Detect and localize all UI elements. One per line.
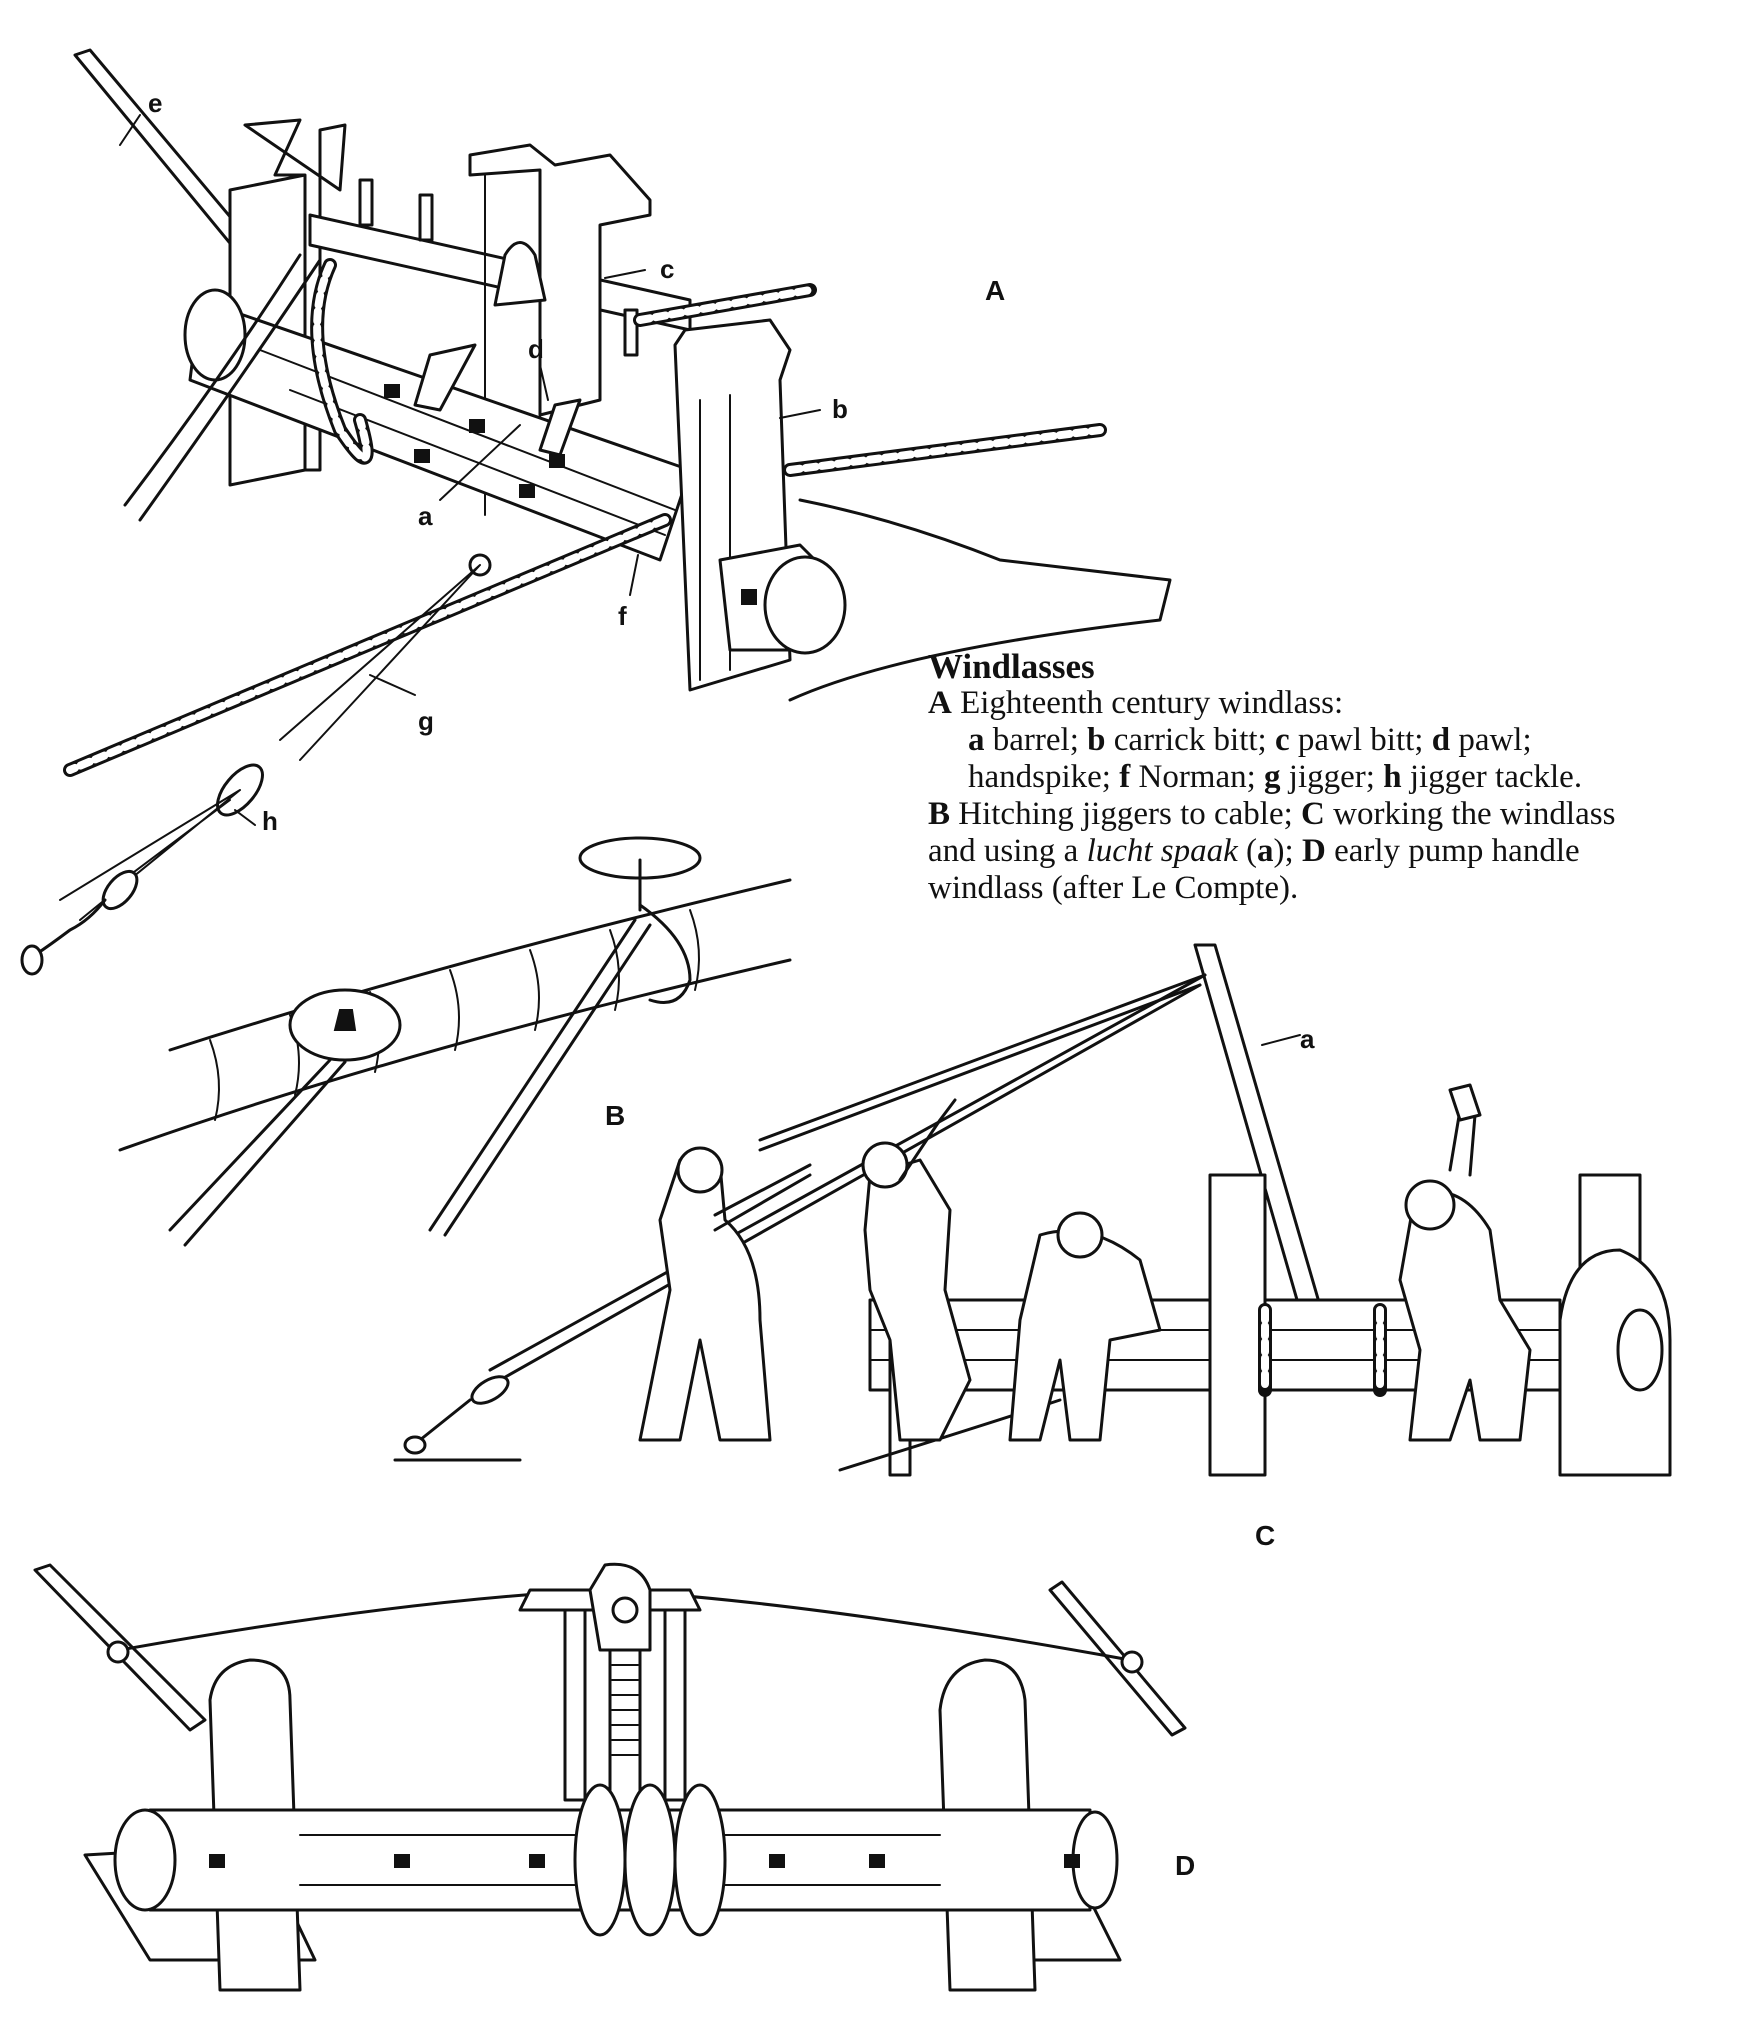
panel-b-drawing: B — [118, 836, 792, 1247]
panel-a-drawing: e c d b a f g h A — [20, 48, 1172, 976]
label-e: e — [148, 88, 162, 118]
label-a: a — [418, 501, 433, 531]
panel-label-a: A — [985, 275, 1005, 306]
label-b: b — [832, 394, 848, 424]
caption-line-c-d: and using a lucht spaak (a); D early pum… — [928, 833, 1580, 869]
panel-d-drawing: D — [33, 1562, 1195, 1992]
label-h: h — [262, 806, 278, 836]
caption-line-a-parts: a barrel; b carrick bitt; c pawl bitt; d… — [968, 722, 1532, 758]
label-d: d — [528, 334, 544, 364]
figure-caption: Windlasses A Eighteenth century windlass… — [928, 648, 1755, 938]
panel-c-drawing: a C — [393, 943, 1672, 1551]
panel-label-d: D — [1175, 1850, 1195, 1881]
label-f: f — [618, 601, 627, 631]
label-g: g — [418, 706, 434, 736]
caption-title: Windlasses — [928, 648, 1095, 686]
label-c: c — [660, 254, 674, 284]
panel-label-b: B — [605, 1100, 625, 1131]
panel-label-c: C — [1255, 1520, 1275, 1551]
caption-line-a: A Eighteenth century windlass: — [928, 685, 1344, 721]
label-c-a: a — [1300, 1024, 1315, 1054]
caption-line-d: windlass (after Le Compte). — [928, 870, 1299, 906]
caption-line-a-parts-2: handspike; f Norman; g jigger; h jigger … — [968, 759, 1583, 795]
caption-line-b-c: B Hitching jiggers to cable; C working t… — [928, 796, 1616, 832]
